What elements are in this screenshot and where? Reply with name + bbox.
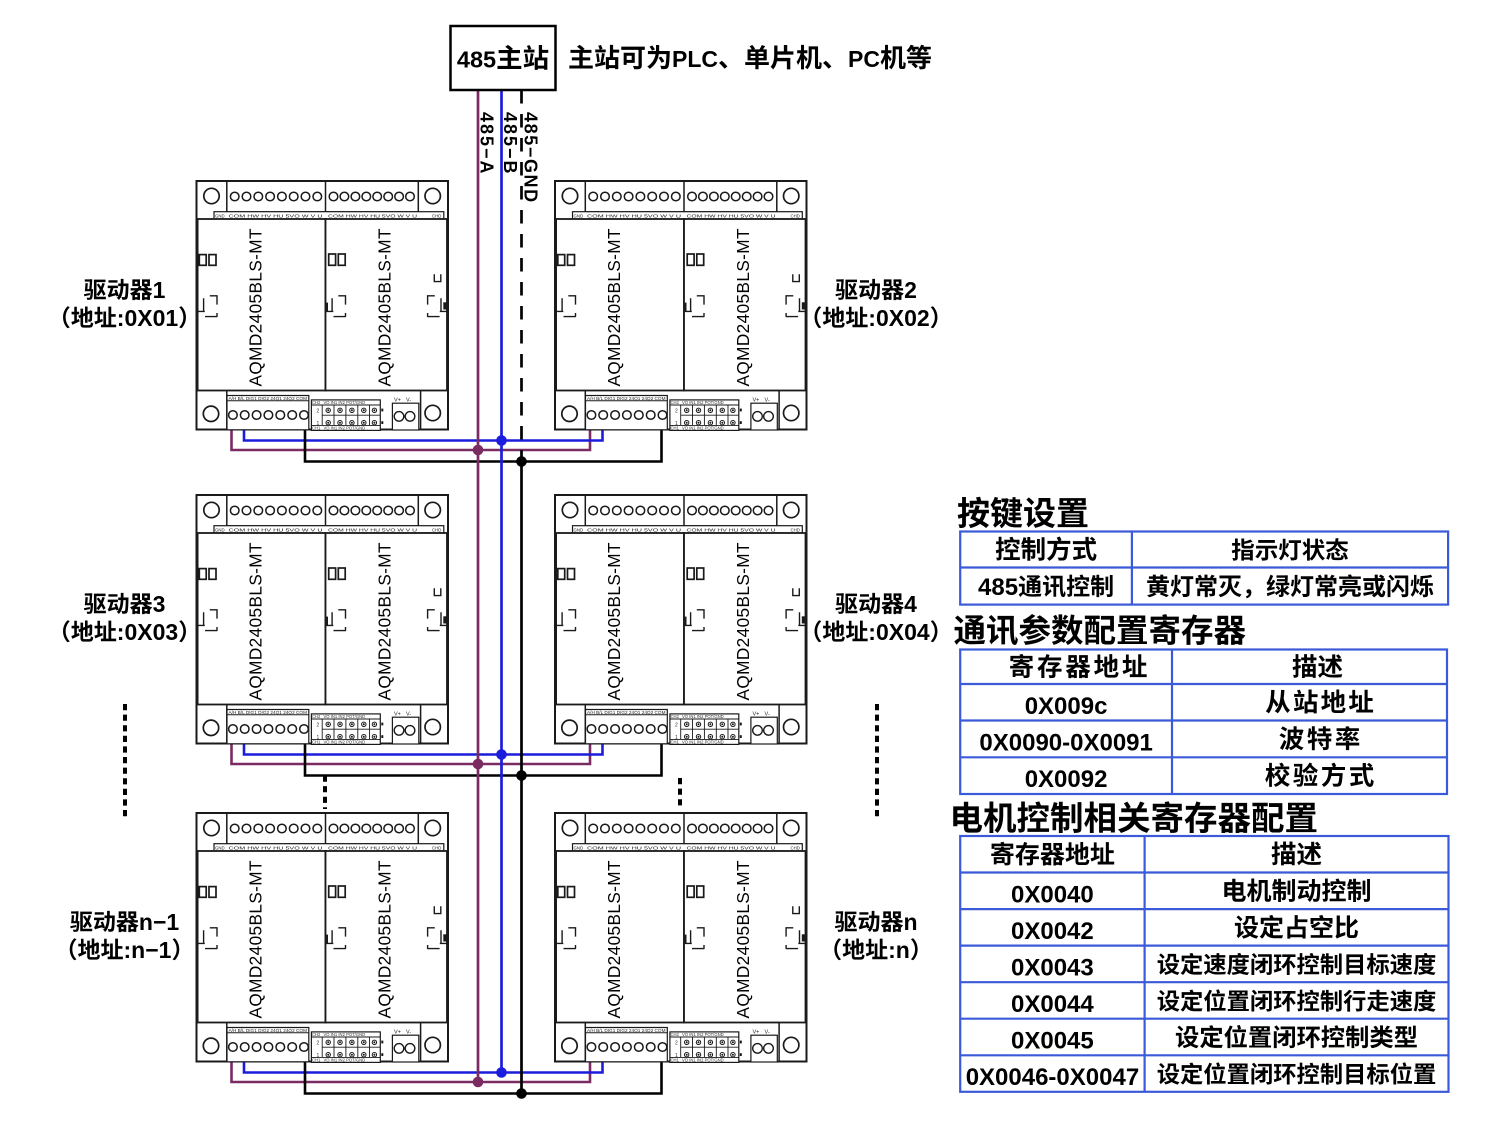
svg-text:0X009c: 0X009c (1025, 693, 1108, 720)
svg-text:0X0042: 0X0042 (1011, 918, 1094, 945)
svg-text:485: 485 (978, 574, 1018, 601)
svg-text::0X04: :0X04 (868, 619, 930, 645)
svg-text:485−A: 485−A (477, 112, 497, 176)
svg-text:0X0045: 0X0045 (1011, 1028, 1094, 1055)
svg-text:2: 2 (904, 277, 917, 303)
svg-text:0X0046-0X0047: 0X0046-0X0047 (966, 1064, 1139, 1091)
svg-text:0X0044: 0X0044 (1011, 991, 1094, 1018)
svg-text:485−GND: 485−GND (521, 112, 541, 204)
svg-text:4: 4 (904, 591, 917, 617)
svg-text:485−B: 485−B (500, 112, 520, 176)
svg-text:n: n (904, 909, 918, 935)
svg-text:PC: PC (848, 46, 880, 72)
svg-text::n−1: :n−1 (124, 937, 172, 963)
svg-text:1: 1 (153, 277, 166, 303)
svg-text::0X03: :0X03 (117, 619, 178, 645)
svg-text::0X02: :0X02 (868, 305, 929, 331)
svg-text:0X0090-0X0091: 0X0090-0X0091 (979, 729, 1152, 756)
svg-text:3: 3 (153, 591, 166, 617)
svg-text:0X0092: 0X0092 (1025, 766, 1108, 793)
svg-text:485: 485 (457, 47, 496, 73)
svg-text::n: :n (888, 937, 910, 963)
svg-text:0X0043: 0X0043 (1011, 954, 1094, 981)
svg-text:PLC: PLC (672, 46, 718, 72)
svg-text::0X01: :0X01 (117, 305, 179, 331)
svg-text:0X0040: 0X0040 (1011, 881, 1094, 908)
svg-text:n−1: n−1 (139, 909, 179, 935)
